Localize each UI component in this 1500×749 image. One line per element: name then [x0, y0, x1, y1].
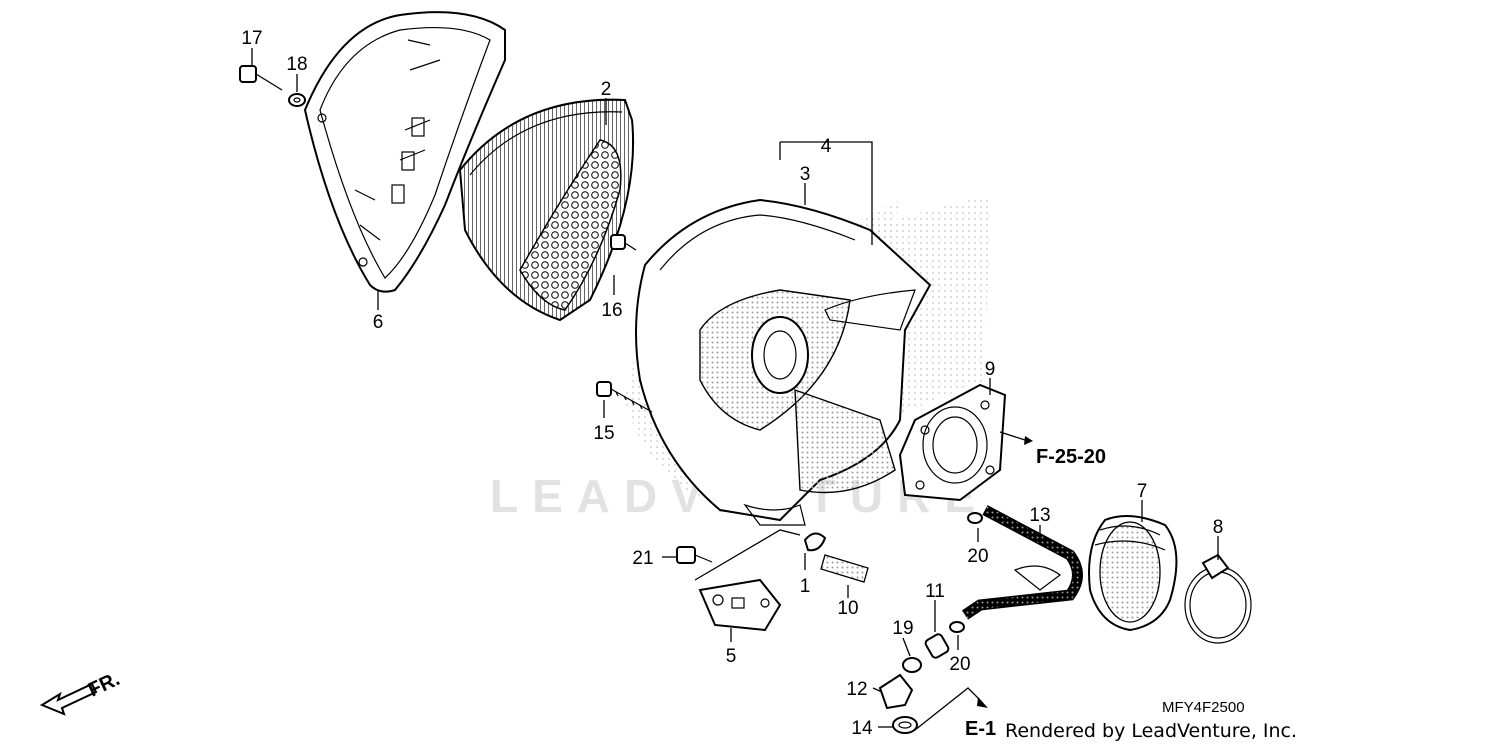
front-label: FR. [85, 668, 123, 702]
clip-part-20-upper [967, 512, 983, 524]
part-label-1: 1 [800, 576, 811, 597]
part-label-14: 14 [851, 718, 873, 739]
part-label-7: 7 [1137, 481, 1148, 502]
air-cleaner-case-part-3 [635, 198, 932, 526]
part-labels: 1 2 3 4 5 6 7 8 9 10 11 12 13 14 15 16 1… [241, 28, 1223, 739]
part-label-15: 15 [593, 423, 614, 444]
clip-part-14 [892, 716, 918, 734]
bolt-part-17 [239, 65, 283, 91]
clip-part-19 [902, 657, 922, 673]
part-label-18: 18 [286, 54, 307, 75]
diagram-code: MFY4F2500 [1162, 699, 1245, 716]
part-label-16: 16 [601, 300, 622, 321]
part-label-9: 9 [985, 359, 996, 380]
clip-part-20-lower [949, 621, 965, 633]
part-label-20-lower: 20 [949, 654, 970, 675]
part-label-5: 5 [726, 646, 737, 667]
part-label-8: 8 [1213, 517, 1224, 538]
part-label-19: 19 [892, 618, 913, 639]
part-label-2: 2 [601, 79, 612, 100]
reference-label-e-1[interactable]: E-1 [965, 718, 996, 740]
reference-label-f-25-20[interactable]: F-25-20 [1036, 446, 1106, 468]
credit-text: Rendered by LeadVenture, Inc. [1005, 720, 1297, 742]
air-filter-element-part-2 [458, 98, 635, 322]
part-label-17: 17 [241, 28, 262, 49]
clamp-band-part-8 [1184, 553, 1252, 644]
connecting-tube-part-7 [1088, 515, 1178, 632]
part-label-12: 12 [846, 679, 867, 700]
part-label-4: 4 [821, 136, 832, 157]
part-label-3: 3 [800, 164, 811, 185]
part-label-10: 10 [837, 598, 858, 619]
part-label-13: 13 [1029, 505, 1050, 526]
bolt-part-21 [676, 546, 713, 564]
washer-part-18 [288, 93, 306, 107]
bracket-part-5 [698, 578, 782, 632]
front-arrow-icon: FR. [39, 668, 123, 716]
bolt-part-15 [596, 381, 653, 413]
part-label-21: 21 [632, 548, 653, 569]
leader-lines [251, 48, 1219, 731]
drain-tube-part-13 [961, 505, 1083, 620]
part-label-20-upper: 20 [967, 546, 988, 567]
part-label-11: 11 [925, 581, 945, 602]
clamp-part-1 [803, 532, 827, 552]
tube-part-10 [820, 554, 869, 583]
bolt-part-16 [610, 234, 637, 251]
air-cleaner-cover-part-6 [303, 11, 506, 293]
plug-part-12 [878, 673, 914, 710]
intake-plate-part-9 [898, 383, 1033, 502]
drain-plug-part-11 [924, 633, 950, 659]
part-label-6: 6 [373, 312, 384, 333]
